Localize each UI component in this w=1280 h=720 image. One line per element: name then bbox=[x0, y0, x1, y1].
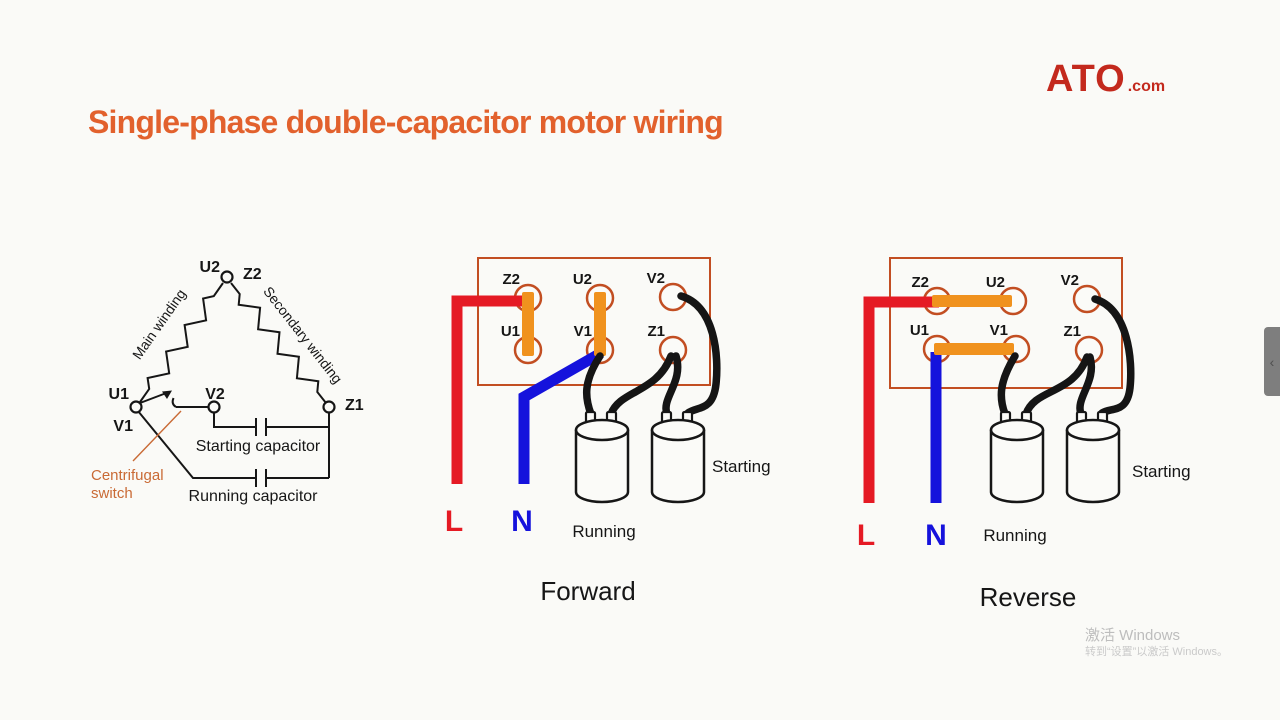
centrifugal-switch-label-line1: Centrifugal bbox=[91, 467, 164, 484]
winding-schematic-diagram: U2 Z2 U1 V1 V2 Z1 Main winding Secondary… bbox=[91, 259, 364, 505]
forward-caption: Forward bbox=[540, 576, 635, 606]
forward-starting-cap-top bbox=[650, 418, 706, 442]
reverse-wiring-diagram: Z2 U2 V2 U1 V1 Z1 L N Running Starting R… bbox=[857, 257, 1191, 612]
node-label-u2: U2 bbox=[200, 259, 221, 276]
starting-capacitor-plates bbox=[255, 418, 267, 436]
starting-branch-line bbox=[213, 412, 329, 428]
reverse-neutral-label: N bbox=[925, 519, 947, 552]
centrifugal-switch-label-line2: switch bbox=[91, 485, 133, 502]
reverse-wire-z1-starting bbox=[1076, 353, 1096, 418]
reverse-label-u2: U2 bbox=[986, 274, 1005, 291]
page-title: Single-phase double-capacitor motor wiri… bbox=[88, 104, 724, 140]
forward-line-label: L bbox=[445, 505, 463, 538]
node-u2-z2 bbox=[220, 270, 234, 284]
secondary-winding-label: Secondary winding bbox=[260, 283, 345, 386]
running-capacitor-plates bbox=[255, 469, 267, 487]
reverse-label-z1: Z1 bbox=[1063, 323, 1081, 340]
reverse-label-z2: Z2 bbox=[911, 274, 929, 291]
reverse-label-v1: V1 bbox=[990, 322, 1008, 339]
forward-running-cap-body bbox=[574, 430, 630, 504]
forward-label-z1: Z1 bbox=[647, 323, 665, 340]
forward-jumper-z2-u1 bbox=[522, 292, 534, 356]
forward-starting-cap-body bbox=[650, 430, 706, 504]
node-label-z1: Z1 bbox=[345, 397, 364, 414]
ato-logo: ATO .com bbox=[1046, 58, 1165, 101]
main-winding-resistor bbox=[139, 282, 224, 403]
reverse-caption: Reverse bbox=[980, 582, 1077, 612]
reverse-line-label: L bbox=[857, 519, 875, 552]
watermark-line1: 激活 Windows bbox=[1085, 627, 1181, 644]
forward-label-z2: Z2 bbox=[502, 271, 520, 288]
forward-wire-v2-starting bbox=[677, 292, 721, 417]
node-u1-v1 bbox=[129, 400, 143, 414]
side-panel-handle[interactable]: ‹ bbox=[1264, 327, 1280, 396]
node-label-z2: Z2 bbox=[243, 266, 262, 283]
windows-activation-watermark: 激活 Windows 转到“设置”以激活 Windows。 bbox=[1085, 627, 1228, 660]
forward-running-label: Running bbox=[572, 522, 635, 541]
reverse-starting-cap-body bbox=[1065, 430, 1121, 504]
forward-wire-z1-running bbox=[607, 352, 675, 418]
reverse-wire-z1-running bbox=[1022, 353, 1091, 418]
forward-line-wire bbox=[451, 295, 531, 484]
running-branch-line bbox=[137, 410, 330, 479]
reverse-jumper-z2-u2 bbox=[932, 295, 1012, 307]
forward-label-v2: V2 bbox=[647, 270, 665, 287]
forward-wire-z1-starting bbox=[662, 352, 682, 418]
secondary-winding-resistor bbox=[230, 282, 327, 404]
reverse-running-label: Running bbox=[983, 526, 1046, 545]
forward-running-cap-top bbox=[574, 418, 630, 442]
forward-jumper-u2-v1 bbox=[594, 292, 606, 356]
switch-blade-arrowhead bbox=[162, 390, 172, 399]
main-winding-label: Main winding bbox=[129, 286, 189, 362]
forward-neutral-label: N bbox=[511, 505, 533, 538]
reverse-label-v2: V2 bbox=[1061, 272, 1079, 289]
reverse-running-cap-body bbox=[989, 430, 1045, 504]
node-label-u1: U1 bbox=[109, 386, 130, 403]
node-z1 bbox=[322, 400, 336, 414]
node-label-v2: V2 bbox=[205, 386, 225, 403]
chevron-left-icon: ‹ bbox=[1269, 353, 1275, 370]
reverse-line-wire bbox=[863, 296, 939, 503]
ato-logo-suffix: .com bbox=[1127, 78, 1166, 95]
centrifugal-pointer-line bbox=[132, 410, 182, 462]
forward-neutral-wire bbox=[518, 348, 604, 484]
reverse-starting-label: Starting bbox=[1132, 462, 1191, 481]
running-capacitor-label: Running capacitor bbox=[189, 488, 319, 505]
forward-label-u1: U1 bbox=[501, 323, 520, 340]
forward-starting-label: Starting bbox=[712, 457, 771, 476]
node-v2 bbox=[207, 400, 221, 414]
reverse-wire-v2-starting bbox=[1091, 295, 1135, 417]
forward-label-v1: V1 bbox=[574, 323, 592, 340]
watermark-line2: 转到“设置”以激活 Windows。 bbox=[1085, 645, 1229, 658]
forward-wiring-diagram: Z2 U2 V2 U1 V1 Z1 L N Running Starting F… bbox=[445, 257, 771, 606]
reverse-label-u1: U1 bbox=[910, 322, 929, 339]
forward-label-u2: U2 bbox=[573, 271, 592, 288]
switch-fixed-contact bbox=[171, 397, 209, 408]
reverse-wire-v1-running bbox=[997, 352, 1019, 418]
ato-logo-text: ATO bbox=[1046, 58, 1126, 100]
starting-capacitor-label: Starting capacitor bbox=[196, 438, 321, 455]
reverse-running-cap-top bbox=[989, 418, 1045, 442]
node-label-v1: V1 bbox=[113, 418, 133, 435]
reverse-starting-cap-top bbox=[1065, 418, 1121, 442]
reverse-jumper-u1-v1 bbox=[934, 343, 1014, 355]
forward-wire-v1-running bbox=[582, 352, 604, 418]
